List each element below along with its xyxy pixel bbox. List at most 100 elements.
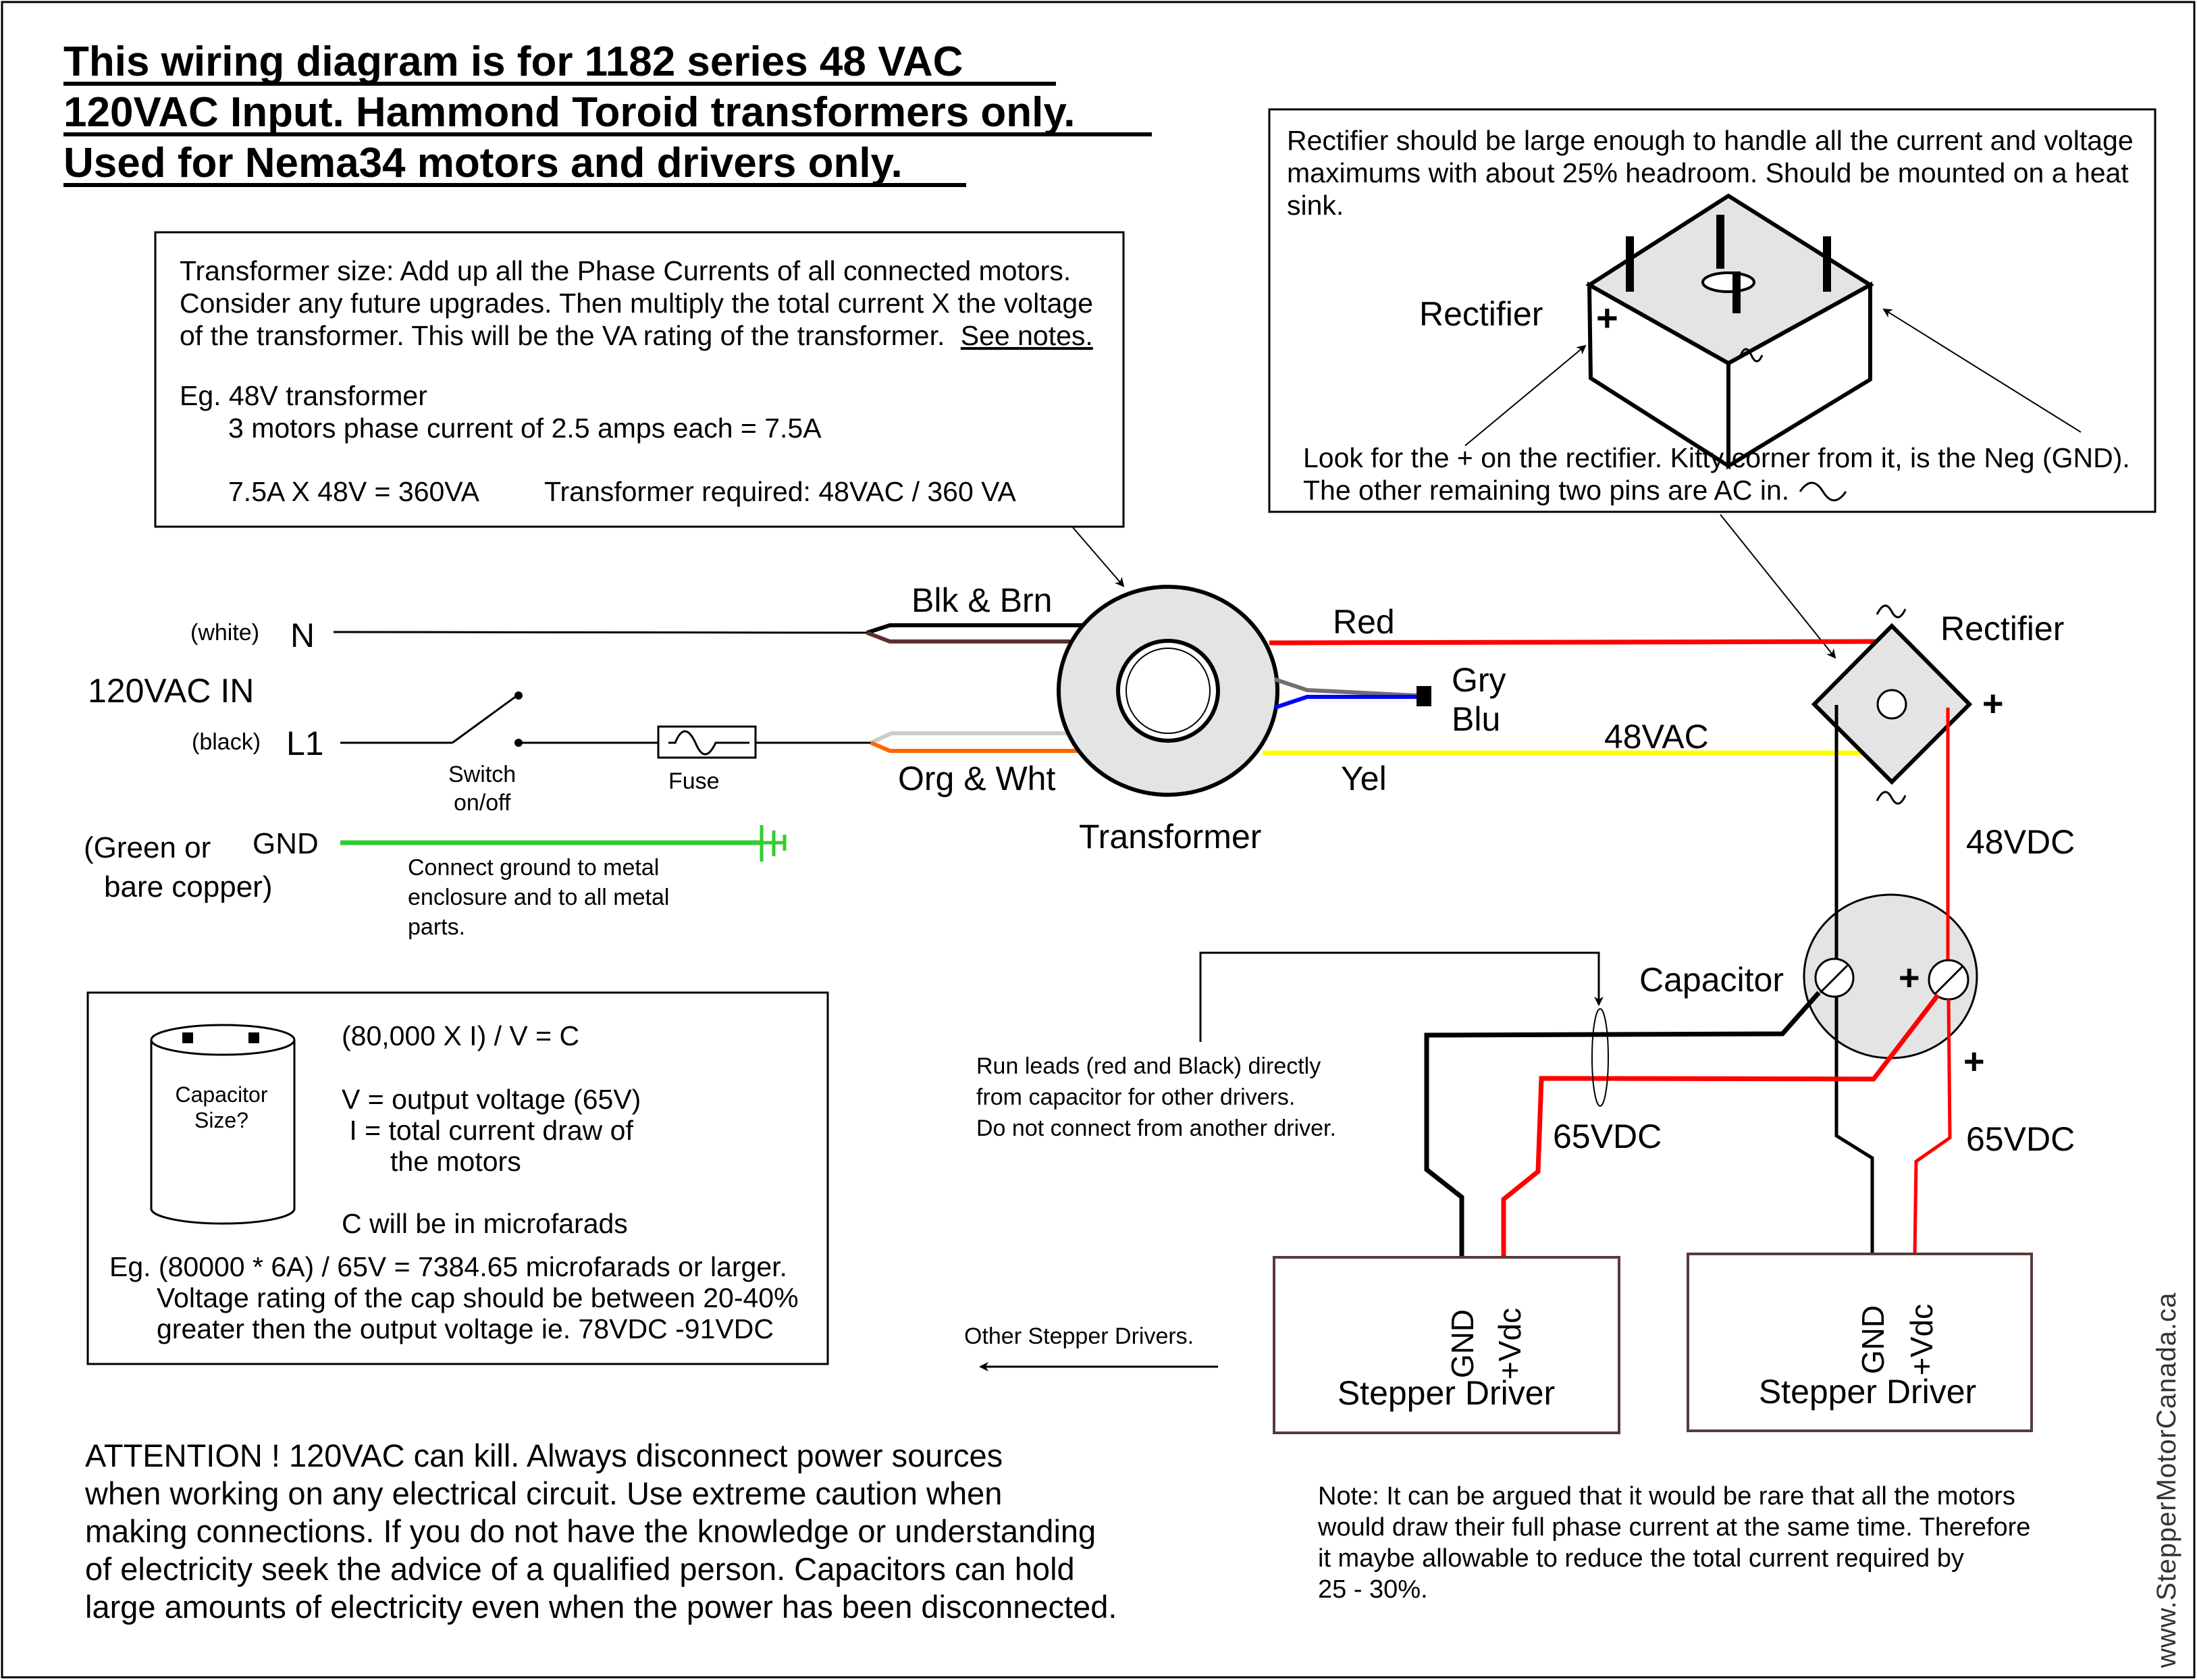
capacitor-icon-label-2: Size?	[194, 1108, 248, 1132]
attention-line-3: making connections. If you do not have t…	[85, 1513, 1096, 1549]
capacitor-note-box: Capacitor Size? (80,000 X I) / V = C V =…	[86, 991, 829, 1365]
rectifier-note-line-2: maximums with about 25% headroom. Should…	[1287, 157, 2129, 188]
primary-brown-wire	[866, 631, 1094, 644]
rectifier-ac-bottom-icon	[1876, 791, 1907, 805]
secondary-red-label: Red	[1333, 603, 1395, 641]
switch-label-line-2: on/off	[454, 790, 511, 816]
title-line-3: Used for Nema34 motors and drivers only.	[63, 140, 903, 186]
ground-label: GND	[253, 827, 319, 860]
unused-label-blu: Blu	[1452, 700, 1500, 738]
fuse-label: Fuse	[668, 768, 720, 794]
rectifier-note-line-3: sink.	[1287, 190, 1344, 221]
leads-note-line-2: from capacitor for other drivers.	[976, 1084, 1295, 1110]
footnote-line-2: would draw their full phase current at t…	[1317, 1513, 2030, 1542]
driver2-gnd-wire	[1834, 997, 1874, 1254]
ground-symbol-icon	[760, 825, 787, 862]
rectifier-plus-marker: +	[1596, 296, 1618, 339]
capacitor-can-icon	[150, 1024, 296, 1225]
attention-line-1: ATTENTION ! 120VAC can kill. Always disc…	[85, 1438, 1003, 1473]
stepper-driver-1[interactable]: GND +Vdc Stepper Driver	[1273, 1256, 1620, 1434]
transformer-note-pointer	[1071, 526, 1125, 587]
driver1-gnd-pin: GND	[1445, 1309, 1480, 1378]
rectifier-footer-line-1: Look for the + on the rectifier. Kitty c…	[1303, 442, 2130, 473]
capacitor-example-2: Voltage rating of the cap should be betw…	[157, 1282, 799, 1313]
transformer: Blk & Brn Org & Wht Red Yel Gry Blu 48VA…	[866, 581, 1892, 856]
capacitor-i-def-1: I = total current draw of	[342, 1115, 633, 1146]
leads-note-line-1: Run leads (red and Black) directly	[976, 1053, 1321, 1079]
website-watermark[interactable]: www.StepperMotorCanada.ca	[2152, 1292, 2181, 1669]
rectifier: Rectifier + 48VDC	[1811, 604, 2075, 861]
footnote-line-4: 25 - 30%.	[1318, 1575, 1428, 1604]
output-48vac-label: 48VAC	[1604, 718, 1709, 756]
footnote-line-3: it maybe allowable to reduce the total c…	[1318, 1544, 1964, 1573]
primary-black-wire	[866, 623, 1107, 635]
switch-icon[interactable]	[452, 691, 523, 747]
example-required: Transformer required: 48VAC / 360 VA	[544, 476, 1016, 507]
rectifier-note-box: Rectifier should be large enough to hand…	[1268, 108, 2156, 513]
capacitor-label: Capacitor	[1639, 961, 1784, 999]
plus-pointer	[1464, 344, 1587, 446]
toroid-core-ring	[1126, 648, 1211, 734]
attention-warning: ATTENTION ! 120VAC can kill. Always disc…	[84, 1438, 1117, 1625]
unused-label-gry: Gry	[1452, 661, 1506, 699]
capacitor-unit-note: C will be in microfarads	[342, 1208, 628, 1239]
attention-line-2: when working on any electrical circuit. …	[84, 1475, 1002, 1511]
driver1-label: Stepper Driver	[1338, 1374, 1555, 1412]
capacitor-formula: (80,000 X I) / V = C	[342, 1020, 579, 1051]
leads-note-pointer	[1199, 951, 1604, 1042]
rectifier-illustration-label: Rectifier	[1419, 295, 1543, 333]
capacitor-plus-label: +	[1899, 957, 1920, 998]
see-notes-link[interactable]: See notes.	[961, 320, 1093, 351]
secondary-gray-wire	[1274, 677, 1417, 698]
driver2-voltage-label: 65VDC	[1966, 1120, 2075, 1158]
line-color-label: (black)	[192, 729, 261, 755]
title-line-2: 120VAC Input. Hammond Toroid transformer…	[63, 89, 1076, 136]
capacitor-example-3: greater then the output voltage ie. 78VD…	[157, 1313, 774, 1344]
neg-pointer	[1882, 308, 2082, 433]
ground-color-line-1: (Green or	[84, 831, 211, 864]
rectifier-plus-label: +	[1982, 683, 2004, 724]
driver2-vdc-pin: +Vdc	[1904, 1304, 1939, 1375]
toroid-inner	[1116, 639, 1220, 743]
footnote-line-1: Note: It can be argued that it would be …	[1318, 1482, 2015, 1511]
capacitor-example-1: Eg. (80000 * 6A) / 65V = 7384.65 microfa…	[109, 1251, 787, 1282]
capacitor: + Capacitor	[1639, 893, 1978, 1059]
driver1-vdc-wire	[1501, 993, 1940, 1257]
attention-line-5: large amounts of electricity even when t…	[85, 1589, 1117, 1625]
attention-line-4: of electricity seek the advice of a qual…	[85, 1551, 1075, 1587]
rectifier-label: Rectifier	[1940, 610, 2064, 648]
driver1-gnd-wire	[1424, 991, 1821, 1257]
ground-note-line-2: enclosure and to all metal	[408, 885, 669, 910]
line-label: L1	[286, 725, 324, 762]
fuse-icon	[657, 725, 757, 759]
title-line-1: This wiring diagram is for 1182 series 4…	[63, 38, 963, 85]
driver1-voltage-label: 65VDC	[1553, 1118, 1662, 1155]
primary-top-label: Blk & Brn	[911, 581, 1052, 619]
transformer-note-line-2: Consider any future upgrades. Then multi…	[180, 288, 1093, 319]
transformer-note-box: Transformer size: Add up all the Phase C…	[154, 231, 1125, 528]
example-heading: Eg. 48V transformer	[180, 380, 427, 411]
rectifier-note-pointer	[1720, 514, 1836, 659]
other-drivers-label: Other Stepper Drivers.	[964, 1323, 1194, 1349]
neutral-wire	[333, 631, 868, 634]
transformer-note-line-1: Transformer size: Add up all the Phase C…	[180, 255, 1071, 286]
leads-note-line-3: Do not connect from another driver.	[976, 1115, 1336, 1141]
secondary-red-wire	[1269, 639, 1891, 646]
secondary-blue-wire	[1274, 695, 1417, 710]
ac-wave-icon	[1799, 481, 1847, 502]
neutral-label: N	[290, 616, 315, 654]
capacitor-i-def-2: the motors	[390, 1146, 521, 1177]
rectifier-note-line-1: Rectifier should be large enough to hand…	[1287, 125, 2134, 156]
ground-color-line-2: bare copper)	[104, 870, 272, 903]
wire-cap-icon	[1417, 686, 1431, 706]
example-line-1: 3 motors phase current of 2.5 amps each …	[228, 413, 822, 444]
primary-bottom-label: Org & Wht	[898, 760, 1055, 797]
output-48vdc-label: 48VDC	[1966, 823, 2075, 861]
switch-label-line-1: Switch	[448, 762, 516, 787]
capacitor-icon-label-1: Capacitor	[176, 1082, 268, 1107]
stepper-driver-2[interactable]: GND +Vdc Stepper Driver	[1687, 1253, 2033, 1432]
input-section-label: 120VAC IN	[88, 672, 254, 710]
page-title: This wiring diagram is for 1182 series 4…	[63, 38, 1152, 187]
